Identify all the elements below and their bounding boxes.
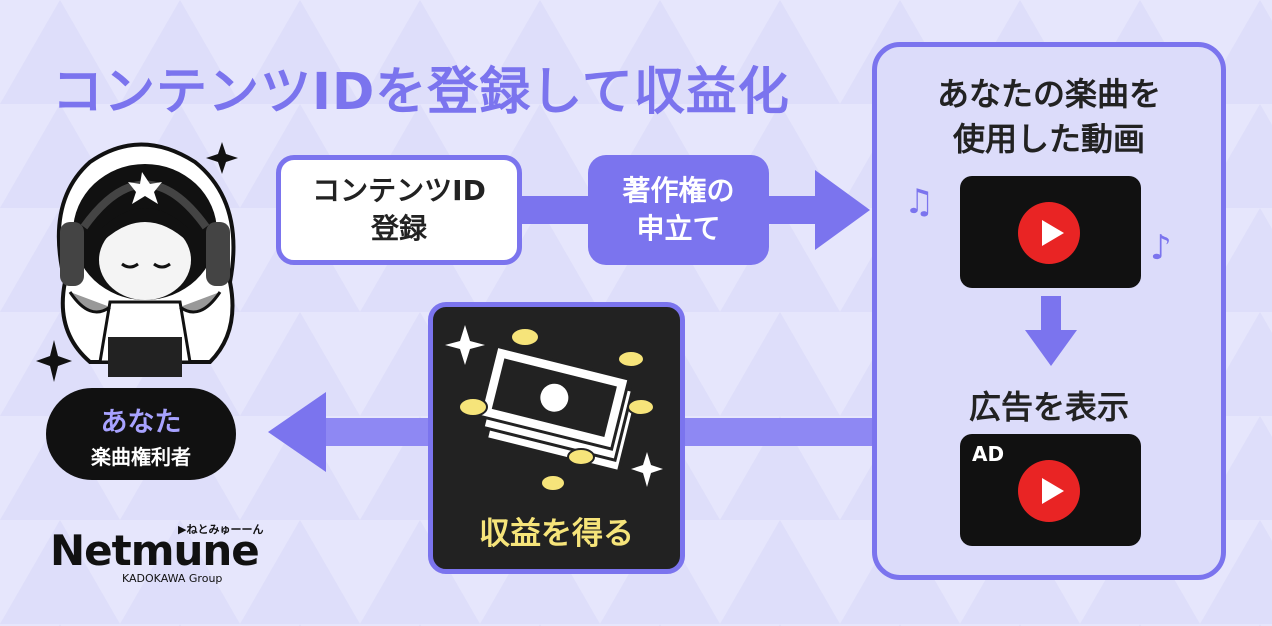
rights-holder-badge: あなた 楽曲権利者	[46, 388, 236, 480]
page-title: コンテンツIDを登録して収益化	[52, 63, 790, 122]
down-arrow-icon	[1025, 296, 1077, 366]
logo-group: KADOKAWA Group	[122, 572, 223, 585]
music-note-icon-right: ♪	[1150, 228, 1172, 268]
play-icon	[1018, 460, 1080, 522]
video-thumbnail	[960, 176, 1141, 288]
play-icon	[1018, 202, 1080, 264]
netmune-logo: Netmune	[50, 526, 260, 575]
ad-video-thumbnail: AD	[960, 434, 1141, 546]
ad-badge: AD	[972, 442, 1005, 466]
rights-holder-role: 楽曲権利者	[91, 445, 191, 469]
arrow-shaft-4	[322, 418, 432, 446]
step-claim-label: 著作権の 申立て	[622, 174, 735, 245]
step-content-id-register: コンテンツID 登録	[276, 155, 522, 265]
revenue-box	[428, 302, 685, 574]
money-icon	[445, 325, 663, 492]
ad-heading: 広告を表示	[968, 388, 1129, 426]
logo-tagline: ▶ねとみゅーーん	[178, 523, 264, 536]
music-note-icon-left: ♫	[904, 182, 935, 222]
arrow-shaft-3	[683, 418, 875, 446]
arrow-head-right	[815, 170, 870, 250]
arrow-head-left	[268, 392, 326, 472]
step-copyright-claim: 著作権の 申立て	[588, 155, 769, 265]
character-illustration	[56, 142, 238, 377]
revenue-label: 収益を得る	[479, 516, 634, 552]
arrow-shaft-2	[768, 196, 820, 224]
sparkle-icon	[36, 340, 72, 382]
video-heading: あなたの楽曲を 使用した動画	[936, 75, 1161, 158]
arrow-shaft-1	[520, 196, 592, 224]
step-register-label: コンテンツID 登録	[312, 174, 486, 245]
rights-holder-name: あなた	[100, 407, 182, 438]
